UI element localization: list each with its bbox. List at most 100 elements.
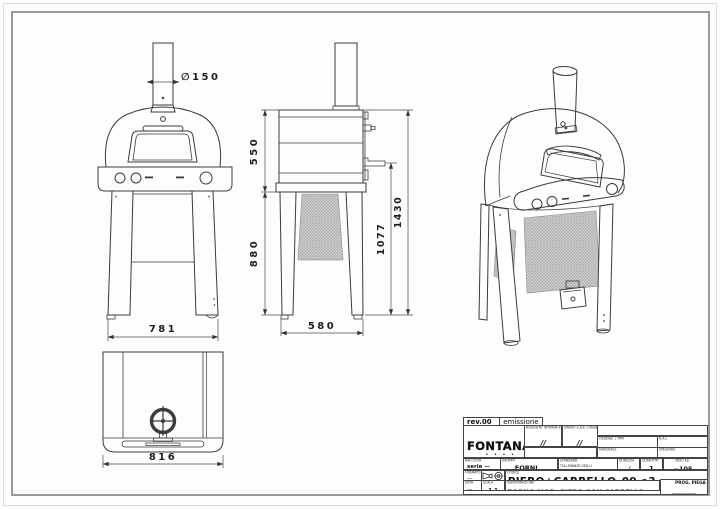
iso-mesh-back xyxy=(523,210,601,294)
note-line: STANDARD xyxy=(559,458,577,462)
dim-chimney-diameter: ∅150 xyxy=(181,72,220,83)
name-label: DENOMINAZIONE xyxy=(506,481,534,485)
iso-door-inner xyxy=(544,152,599,184)
thickness-cell: SPESSORE // xyxy=(657,446,708,459)
dim-body-height: 550 xyxy=(249,137,260,165)
roughness-value: // xyxy=(540,439,547,448)
drawing-frame xyxy=(11,11,710,496)
front-left-leg xyxy=(107,190,134,316)
scale-label: SCALA xyxy=(482,481,494,485)
brand-logo-dots: • • • • xyxy=(485,451,516,458)
dim-top-width: 816 xyxy=(149,452,177,463)
front-dimensions xyxy=(107,79,219,341)
thickness-label: SPESSORE xyxy=(659,447,676,452)
iso-regulator-box xyxy=(559,286,587,310)
disclaimer-text: Questo disegno è proprietà riservata di … xyxy=(464,494,660,495)
side-body xyxy=(278,109,364,184)
brand-logo: FONTANA xyxy=(467,438,525,453)
iso-view xyxy=(478,65,625,346)
dim-front-width: 781 xyxy=(149,324,177,335)
side-chimney-collar xyxy=(332,105,360,111)
tolerance-cell: Generica // xyxy=(524,446,598,459)
iso-knob-3 xyxy=(606,183,618,195)
hardness-label: DUREZZA xyxy=(619,458,635,462)
material-cell: MATERIALE / xyxy=(596,446,658,459)
side-handle-bracket xyxy=(362,157,386,167)
front-door-inner xyxy=(132,133,193,161)
iso-door-outer xyxy=(540,148,604,188)
front-vent xyxy=(160,116,166,122)
tolerance-value: // xyxy=(560,457,579,458)
side-lower-tab xyxy=(362,169,369,181)
iso-door-handle xyxy=(545,145,602,161)
hardness-cell: DUREZZA / xyxy=(617,457,641,471)
projection-symbol-icon xyxy=(482,472,504,480)
drawing-code: PIERO+CARRELLO_00.e3 xyxy=(506,476,707,480)
group-cell: GRUPPO FORNI xyxy=(499,457,559,471)
brand-cell: FONTANA • • • • xyxy=(463,424,525,459)
front-knob-2 xyxy=(130,172,142,184)
iso-back-left-leg xyxy=(478,203,490,321)
code-label: CODICE xyxy=(506,470,519,474)
dim-leg-height: 880 xyxy=(249,239,260,267)
front-door-handle xyxy=(142,125,184,132)
drawing-name: FORNO MOD. PIERO CON CARRELLO xyxy=(506,488,660,491)
prog-cell: PROG. PIEGA ————— xyxy=(659,478,708,495)
front-knob-3 xyxy=(199,171,213,185)
iso-regulator-bolt xyxy=(570,296,576,302)
side-hinge xyxy=(362,124,372,132)
grade-cell: GRADO S.A.B. CONSENTITO // xyxy=(561,424,598,448)
front-right-leg xyxy=(191,190,219,316)
top-view xyxy=(102,351,224,453)
front-chimney-flange xyxy=(150,104,176,113)
dim-depth: 580 xyxy=(308,321,336,332)
iso-knob-2 xyxy=(546,196,558,207)
quantity-cell: QUANTITA' 1 xyxy=(639,457,664,471)
side-right-foot xyxy=(353,314,363,320)
sheet-edge xyxy=(3,3,717,506)
oxidation-cell: OSSIDAZ. / TRM / xyxy=(596,435,658,448)
iso-vent xyxy=(560,121,566,127)
side-left-leg xyxy=(279,191,297,316)
dim-total-height: 1430 xyxy=(393,196,404,228)
side-left-foot xyxy=(280,314,289,320)
front-view xyxy=(97,42,233,320)
front-chimney xyxy=(152,42,174,106)
quantity-value: 1 xyxy=(649,465,654,471)
iso-front-right-leg xyxy=(596,203,614,332)
grade-label: GRADO S.A.B. CONSENTITO xyxy=(563,425,598,430)
top-outline xyxy=(102,351,224,453)
side-right-leg xyxy=(345,191,364,316)
side-dimensions xyxy=(261,109,413,336)
quantity-label: QUANTITA' xyxy=(641,458,659,462)
roughness-cell: RUGOSITA' INTERNA ESTERNA // xyxy=(524,424,563,448)
side-top-tab xyxy=(362,111,369,120)
collection-value: serie — xyxy=(467,464,490,471)
iso-dome xyxy=(484,108,625,207)
title-block: rev.00 emissione FONTANA • • • • RUGOSIT… xyxy=(463,417,708,495)
front-control-band xyxy=(97,166,233,192)
weight-label: PESO Kg xyxy=(674,458,689,462)
iso-front-left-leg xyxy=(492,206,521,344)
iso-control-band xyxy=(513,177,625,211)
front-dome xyxy=(104,106,222,168)
side-chimney xyxy=(334,42,358,107)
roughness-label: RUGOSITA' INTERNA ESTERNA xyxy=(526,425,561,430)
group-label: GRUPPO xyxy=(501,458,515,462)
oxidation-label: OSSIDAZ. / TRM xyxy=(598,436,624,441)
weight-cell: PESO Kg ~105 xyxy=(662,457,708,471)
front-left-foot xyxy=(106,314,116,320)
note-line: TOLLERANZE GEN.LI xyxy=(559,464,592,469)
top-front-handle xyxy=(121,440,205,448)
grade-value: // xyxy=(576,439,583,448)
top-chimney-base xyxy=(153,437,173,442)
date-label: DATA xyxy=(465,481,474,485)
side-counter xyxy=(275,182,367,193)
front-right-wheel xyxy=(205,314,219,319)
prog-label: PROG. PIEGA xyxy=(674,480,706,486)
group-value: FORNI xyxy=(514,464,538,471)
prog-value: ————— xyxy=(671,490,697,495)
material-label: MATERIALE xyxy=(598,447,617,452)
collection-label: RACCOLTA xyxy=(465,458,482,462)
dim-working-height: 1077 xyxy=(376,223,387,255)
